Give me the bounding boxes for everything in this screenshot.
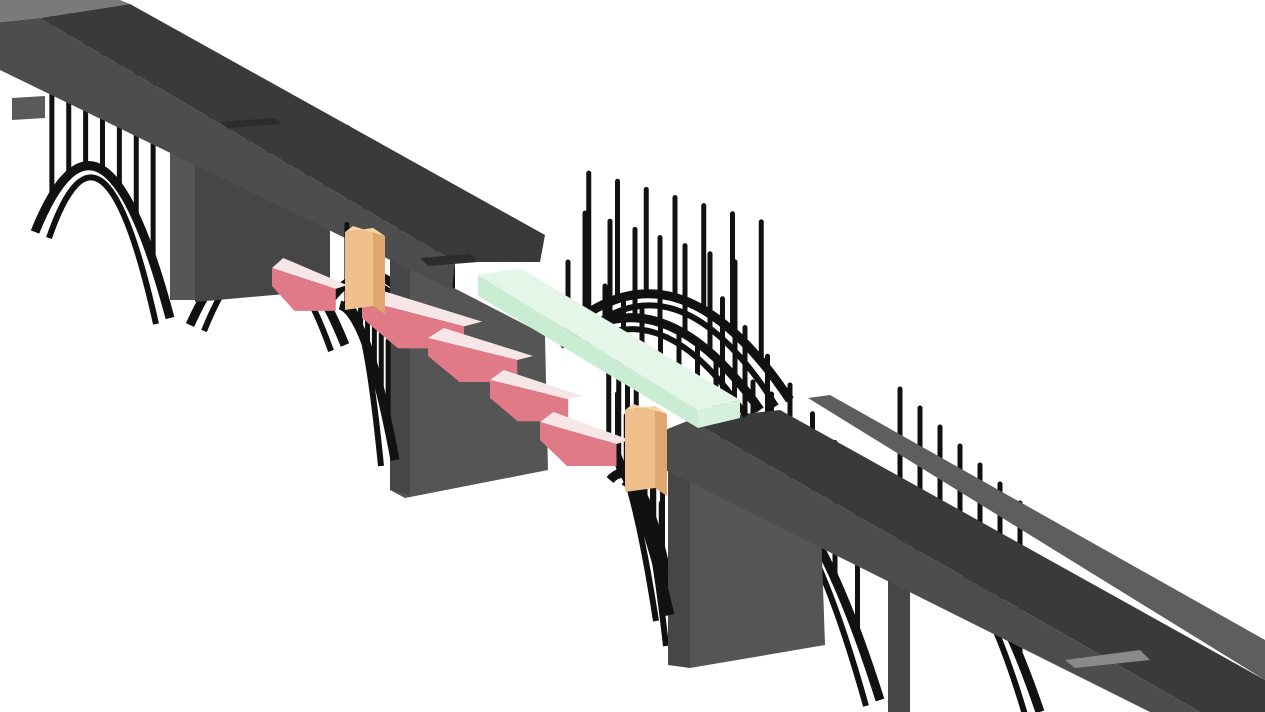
tan-tower-1-top: [345, 226, 385, 236]
pink-segment-4-side: [490, 380, 569, 422]
pink-segment-4-top: [490, 370, 582, 400]
tan-tower-2-top: [625, 404, 667, 414]
deck-joint: [420, 254, 478, 266]
deck-joint: [1065, 650, 1150, 668]
green-segment-side: [478, 275, 698, 428]
deck-left-end: [0, 0, 130, 22]
tan-tower-1-side: [373, 228, 385, 314]
arch-front-1-rib-inner: [351, 309, 384, 467]
green-segment-end: [698, 400, 740, 428]
tan-towers: [345, 226, 667, 496]
pink-segment-1-side: [272, 268, 336, 311]
pier-1-side: [170, 120, 195, 300]
deck-left-side: [0, 18, 455, 290]
green-deck-segment: [478, 268, 740, 428]
pink-deck-segments: [272, 258, 630, 466]
pink-segment-5-top: [540, 412, 630, 444]
deck-right-side: [665, 420, 1200, 712]
pink-segment-2-top: [362, 290, 482, 327]
tan-tower-2-side: [655, 406, 667, 496]
tan-tower-2-front: [625, 406, 655, 492]
deck-left-top: [40, 4, 545, 262]
deck-right-parapet: [808, 395, 1265, 680]
pink-segment-3-side: [428, 338, 518, 382]
green-segment-top: [478, 268, 740, 410]
arch-span-1-rib-inner: [46, 174, 159, 325]
pink-segment-5-side: [540, 422, 617, 466]
deck-right-top: [690, 410, 1265, 712]
pink-segment-3-top: [428, 328, 533, 360]
tan-tower-1-front: [345, 228, 373, 310]
deck-left-abutment: [12, 96, 45, 120]
pink-segment-1-top: [272, 258, 347, 289]
deck-joint: [220, 118, 282, 128]
